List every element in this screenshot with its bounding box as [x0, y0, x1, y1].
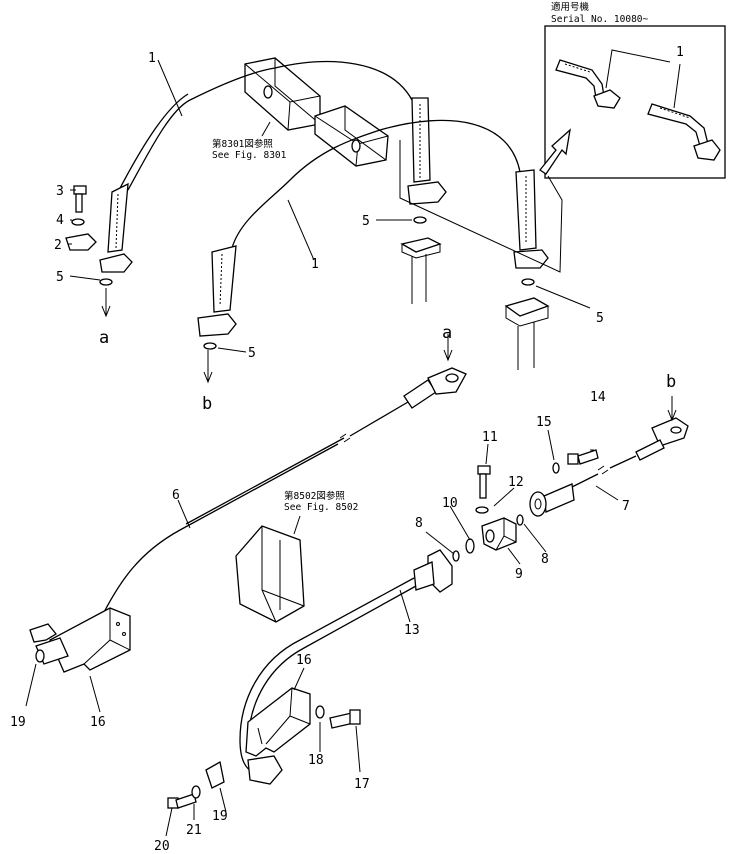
callout-16: 16 [90, 715, 106, 730]
bracket-16-left [25, 607, 131, 713]
fig-8502-block [235, 525, 305, 623]
callout-21: 21 [186, 823, 202, 838]
callout-5: 5 [248, 346, 256, 361]
callout-7: 7 [622, 499, 630, 514]
callout-labels: 1 1 3 4 2 5 5 5 5 a b a b 6 7 8 8 9 10 1… [10, 51, 676, 854]
upper-leaders [68, 59, 591, 384]
callout-8: 8 [541, 552, 549, 567]
serial-inset: 適用号機 Serial No. 10080~ 1 [544, 1, 726, 179]
lower-leaders [165, 429, 619, 837]
callout-19: 19 [212, 809, 228, 824]
ref-8502-leader [293, 515, 301, 535]
ref-8301-en: See Fig. 8301 [212, 150, 287, 161]
serial-label-jp: 適用号機 [551, 1, 590, 13]
ref-8502-jp: 第8502図参照 [284, 490, 345, 502]
callout-13: 13 [404, 623, 420, 638]
o-rings [99, 216, 535, 350]
callout-17: 17 [354, 777, 370, 792]
callout-1: 1 [148, 51, 156, 66]
callout-12: 12 [508, 475, 524, 490]
callout-18: 18 [308, 753, 324, 768]
hose-1-left [99, 60, 447, 273]
callout-2: 2 [54, 238, 62, 253]
serial-label-en: Serial No. 10080~ [551, 14, 649, 25]
callout-16: 16 [296, 653, 312, 668]
ref-8301-leader [261, 121, 271, 137]
callout-6: 6 [172, 488, 180, 503]
callout-8: 8 [415, 516, 423, 531]
callout-19: 19 [10, 715, 26, 730]
callout-5: 5 [362, 214, 370, 229]
ref-8502-en: See Fig. 8502 [284, 502, 358, 513]
label-a: a [442, 323, 452, 343]
callout-11: 11 [482, 430, 498, 445]
callout-9: 9 [515, 567, 523, 582]
fitting-panel [399, 140, 563, 370]
callout-10: 10 [442, 496, 458, 511]
callout-14: 14 [590, 390, 606, 405]
callout-1: 1 [311, 257, 319, 272]
label-a: a [99, 328, 109, 348]
callout-1-inset: 1 [676, 45, 684, 60]
callout-5: 5 [56, 270, 64, 285]
inset-arrow [539, 128, 571, 175]
clamp-assembly [65, 185, 97, 251]
callout-5: 5 [596, 311, 604, 326]
bracket-16-right [167, 687, 361, 809]
callout-3: 3 [56, 184, 64, 199]
valve-blocks [244, 57, 389, 167]
label-b: b [666, 372, 676, 392]
callout-15: 15 [536, 415, 552, 430]
tube-7-assembly [452, 396, 689, 562]
hose-1-middle [197, 119, 549, 337]
label-b: b [202, 394, 212, 414]
callout-20: 20 [154, 839, 170, 854]
callout-4: 4 [56, 213, 64, 228]
ref-8301-jp: 第8301図参照 [212, 138, 273, 150]
